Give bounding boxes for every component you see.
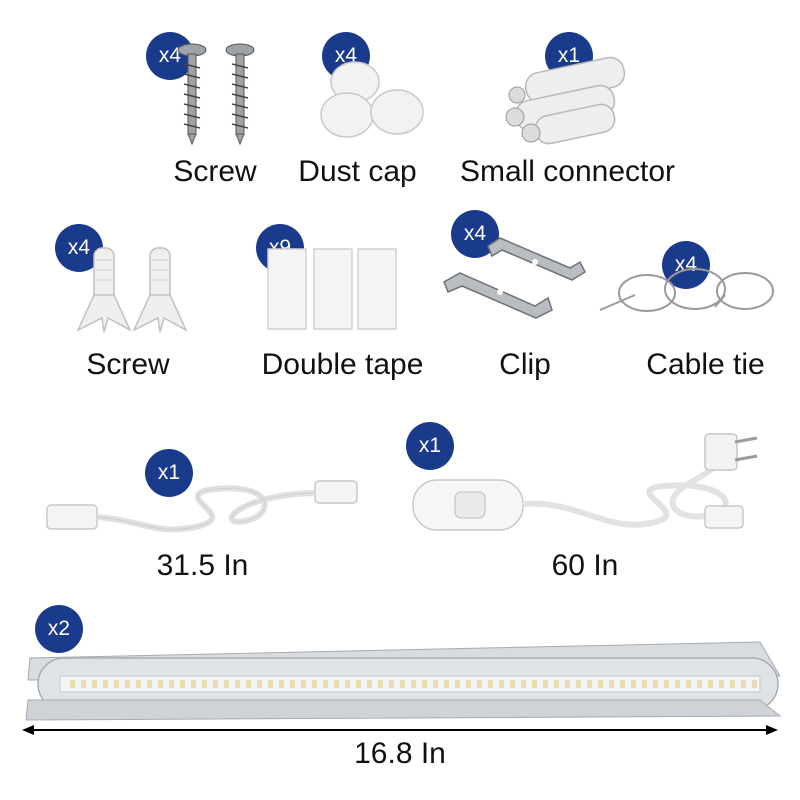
led-chip [235,680,240,688]
led-chip [169,680,174,688]
led-chip [191,680,196,688]
led-chip [543,680,548,688]
power-cord-qty-badge: x1 [406,422,454,470]
led-chip [609,680,614,688]
clip-icon [443,237,586,319]
led-chip [576,680,581,688]
clip-label: Clip [499,348,551,381]
led-chip [642,680,647,688]
wall-anchor-icon [76,247,188,333]
led-chip [81,680,86,688]
led-chip [290,680,295,688]
led-chip [367,680,372,688]
led-chip [521,680,526,688]
led-chip [686,680,691,688]
led-chip [114,680,119,688]
led-chip [257,680,262,688]
cable-tie-label: Cable tie [646,348,765,381]
led-chip [180,680,185,688]
screw-qty-badge: x4 [146,32,194,80]
led-chip [631,680,636,688]
led-chip [510,680,515,688]
led-chip [587,680,592,688]
power-cord-length-label: 60 In [551,549,619,582]
led-chip [70,680,75,688]
led-chip [356,680,361,688]
led-chip [422,680,427,688]
led-chip [598,680,603,688]
led-chip [675,680,680,688]
led-chip [444,680,449,688]
light-bar-length-label: 16.8 In [354,737,446,770]
led-chip [565,680,570,688]
led-chip [268,680,273,688]
led-chip [411,680,416,688]
led-chip [92,680,97,688]
led-chip [488,680,493,688]
led-chip [697,680,702,688]
led-chip [213,680,218,688]
led-chip [345,680,350,688]
dust-cap-label: Dust cap [298,155,417,188]
led-chip [224,680,229,688]
led-chip [279,680,284,688]
short-cable-qty-badge: x1 [145,449,193,497]
led-chip [147,680,152,688]
led-chip [433,680,438,688]
led-chip [400,680,405,688]
led-chip [499,680,504,688]
led-chip [477,680,482,688]
led-chip [334,680,339,688]
small-connector-icon [505,56,626,145]
led-chip [158,680,163,688]
led-chip [378,680,383,688]
led-chip [312,680,317,688]
double-tape-icon [267,248,397,330]
led-chip [301,680,306,688]
short-cable-length-label: 31.5 In [156,549,249,582]
light-bar-qty-badge: x2 [35,605,83,653]
led-chip [741,680,746,688]
small-connector-label: Small connector [459,155,676,188]
led-chip [752,680,757,688]
led-chip [653,680,658,688]
led-chip [103,680,108,688]
led-chip [620,680,625,688]
double-tape-label: Double tape [261,348,424,381]
led-chip [554,680,559,688]
led-chip [664,680,669,688]
dust-cap-icon [320,61,424,138]
led-chip [125,680,130,688]
led-chip [708,680,713,688]
led-chip [466,680,471,688]
led-chip [202,680,207,688]
screw-icon [177,43,255,146]
led-chip [389,680,394,688]
led-chip [719,680,724,688]
led-chip [136,680,141,688]
screw-label: Screw [173,155,257,188]
dimension-arrow [22,725,778,735]
cable-tie-qty-badge: x4 [662,241,710,289]
led-chip [323,680,328,688]
led-chip [455,680,460,688]
cable-tie-icon [599,268,774,312]
power-cord-icon [412,433,758,531]
anchor-label: Screw [86,348,170,381]
connector-cable-icon [46,480,358,533]
led-chip [730,680,735,688]
led-chip [246,680,251,688]
led-chip [532,680,537,688]
led-light-bar-icon [25,641,782,721]
